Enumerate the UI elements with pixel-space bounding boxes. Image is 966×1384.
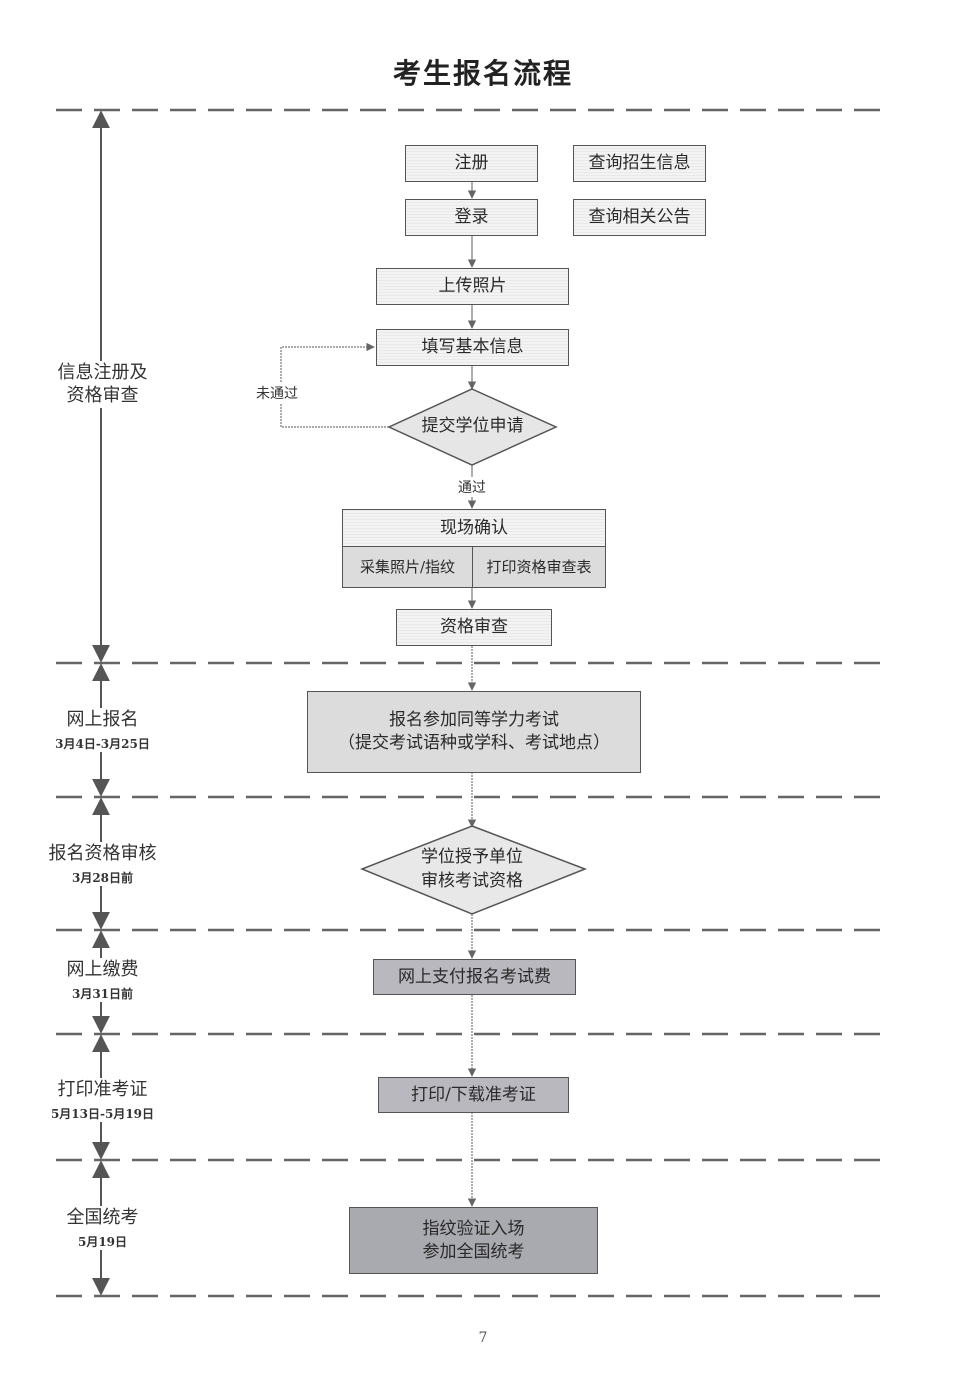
- node-national-exam-line2: 参加全国统考: [422, 1241, 525, 1262]
- stage-label-registration: 信息注册及 资格审查: [30, 361, 175, 408]
- node-signup-exam-line1: 报名参加同等学力考试: [389, 710, 559, 731]
- node-print-qualification-form: 打印资格审查表: [472, 546, 606, 588]
- node-collect-photo-fingerprint: 采集照片/指纹: [342, 546, 473, 588]
- stage-name: 全国统考: [66, 1207, 139, 1228]
- stage-name: 网上缴费: [66, 959, 139, 980]
- node-signup-exam-line2: （提交考试语种或学科、考试地点）: [338, 733, 610, 753]
- node-print-ticket: 打印/下载准考证: [378, 1077, 569, 1113]
- node-register: 注册: [405, 145, 538, 182]
- edge-label-fail: 未通过: [254, 383, 300, 403]
- decision-diamond-review: [359, 825, 588, 915]
- stage-date: 3月28日前: [71, 871, 134, 886]
- page-number: 7: [478, 1330, 488, 1346]
- node-submit-degree-application: 提交学位申请: [421, 416, 524, 436]
- node-login: 登录: [405, 199, 538, 236]
- stage-name: 信息注册及: [57, 362, 148, 383]
- node-degree-unit-review-line1: 学位授予单位: [421, 847, 523, 867]
- node-upload-photo: 上传照片: [376, 268, 569, 305]
- node-degree-unit-review: 学位授予单位 审核考试资格: [392, 846, 552, 894]
- node-pay-fee: 网上支付报名考试费: [373, 959, 576, 995]
- stage-date: 5月19日: [77, 1235, 128, 1250]
- stage-label-national-exam: 全国统考 5月19日: [30, 1206, 175, 1251]
- stage-label-online-signup: 网上报名 3月4日-3月25日: [30, 708, 175, 753]
- stage-name: 资格审查: [66, 385, 139, 407]
- page-title: 考生报名流程: [392, 57, 573, 90]
- stage-date: 5月13日-5月19日: [50, 1107, 155, 1122]
- node-onsite-confirmation: 现场确认: [342, 509, 606, 547]
- stage-separators: [56, 108, 890, 1298]
- node-query-admission-info: 查询招生信息: [573, 145, 706, 182]
- stage-name: 报名资格审核: [48, 843, 157, 864]
- node-query-announcements: 查询相关公告: [573, 199, 706, 236]
- stage-label-signup-review: 报名资格审核 3月28日前: [30, 842, 175, 887]
- node-signup-exam: 报名参加同等学力考试 （提交考试语种或学科、考试地点）: [307, 691, 641, 773]
- stage-name: 网上报名: [66, 709, 139, 730]
- edge-label-pass: 通过: [456, 477, 488, 497]
- stage-label-print-ticket: 打印准考证 5月13日-5月19日: [30, 1078, 175, 1123]
- node-qualification-review: 资格审查: [396, 609, 552, 646]
- stage-name: 打印准考证: [57, 1079, 148, 1100]
- node-fill-basic-info: 填写基本信息: [376, 329, 569, 366]
- decision-diamond-submit: [387, 388, 558, 466]
- node-national-exam-line1: 指纹验证入场: [422, 1218, 525, 1239]
- stage-date: 3月31日前: [71, 987, 134, 1002]
- node-national-exam: 指纹验证入场 参加全国统考: [349, 1207, 598, 1274]
- node-degree-unit-review-line2: 审核考试资格: [421, 870, 523, 891]
- stage-label-payment: 网上缴费 3月31日前: [30, 958, 175, 1003]
- stage-date: 3月4日-3月25日: [55, 737, 150, 752]
